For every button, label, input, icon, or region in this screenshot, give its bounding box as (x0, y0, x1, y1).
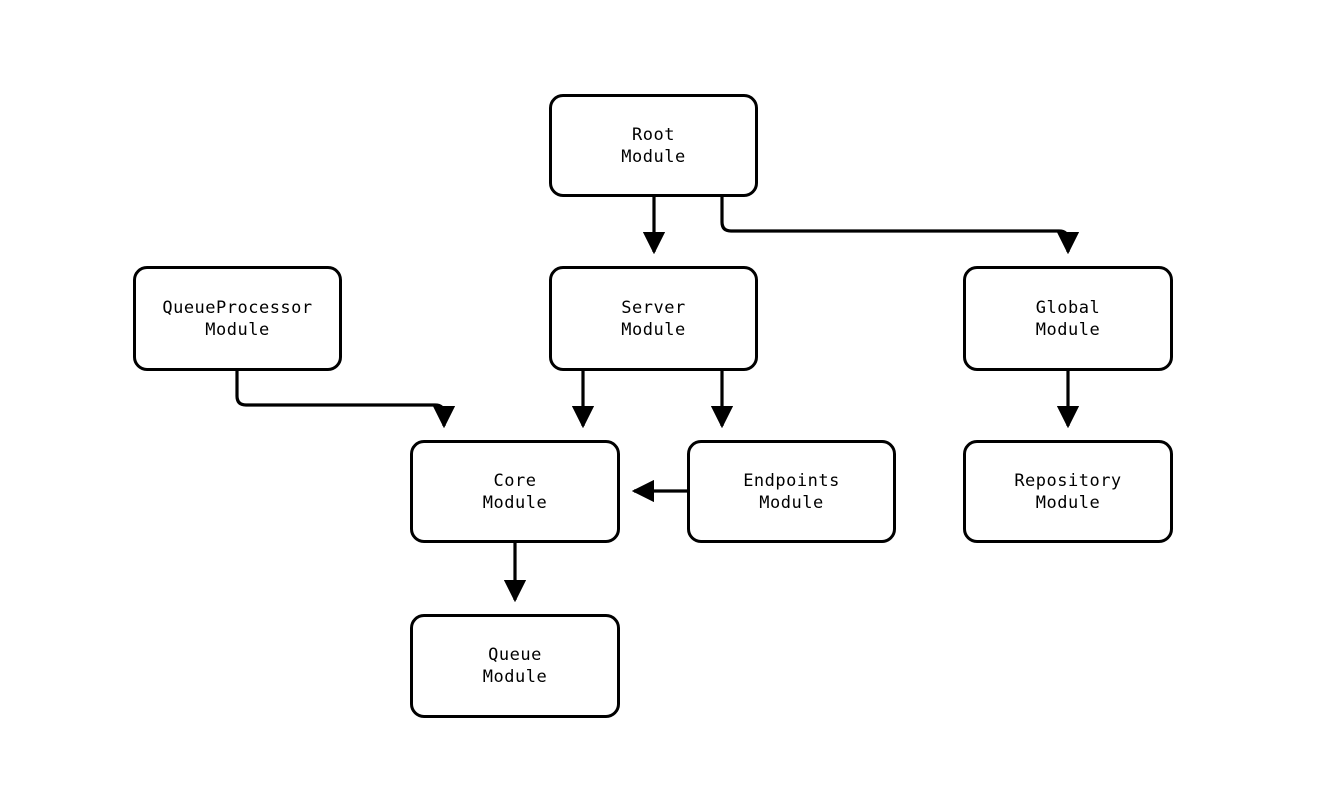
node-endpoints-module[interactable]: Endpoints Module (687, 440, 896, 543)
node-global-module-line1: Global (1035, 297, 1101, 318)
node-core-module[interactable]: Core Module (410, 440, 620, 543)
node-server-module[interactable]: Server Module (549, 266, 758, 371)
edge-root-to-global (720, 197, 1080, 255)
edge-queueprocessor-to-core (235, 371, 456, 429)
node-root-module-line2: Module (621, 146, 686, 167)
node-queueprocessor-module-line2: Module (205, 319, 270, 340)
node-repository-module[interactable]: Repository Module (963, 440, 1173, 543)
node-root-module-line1: Root (632, 124, 675, 145)
node-global-module-line2: Module (1035, 319, 1101, 340)
node-core-module-line1: Core (493, 470, 537, 491)
node-core-module-line2: Module (482, 492, 548, 513)
node-queue-module-line1: Queue (488, 645, 542, 665)
node-global-module[interactable]: Global Module (963, 266, 1173, 371)
node-repository-module-line1: Repository (1014, 470, 1122, 491)
node-server-module-line2: Module (621, 319, 686, 340)
node-queueprocessor-module-line1: QueueProcessor (162, 297, 313, 318)
node-queueprocessor-module[interactable]: QueueProcessor Module (133, 266, 342, 371)
node-server-module-line1: Server (621, 297, 686, 318)
node-queue-module[interactable]: Queue Module (410, 614, 620, 718)
node-repository-module-line2: Module (1035, 492, 1101, 513)
node-endpoints-module-line2: Module (759, 492, 824, 513)
node-queue-module-line2: Module (482, 667, 548, 687)
node-root-module[interactable]: Root Module (549, 94, 758, 197)
node-endpoints-module-line1: Endpoints (743, 470, 840, 491)
